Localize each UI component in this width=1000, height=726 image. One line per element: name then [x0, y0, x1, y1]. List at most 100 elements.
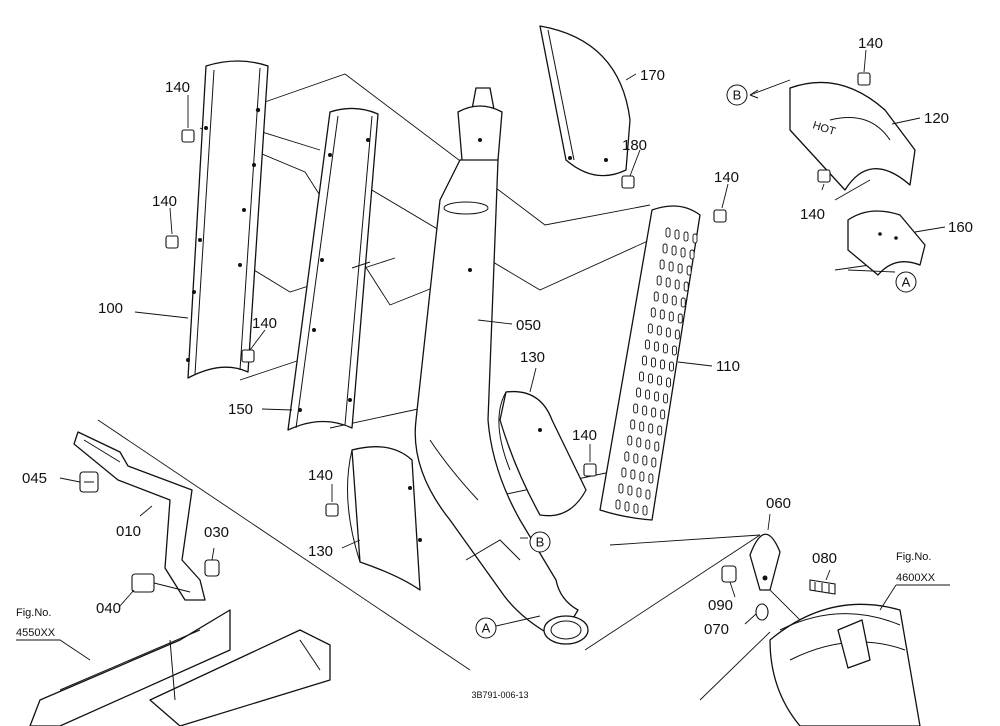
perforation-slot	[642, 455, 648, 466]
perforation-slot	[642, 505, 648, 516]
perforation-slot	[648, 423, 654, 434]
callout-b-top: B	[726, 79, 791, 106]
perforation-slot	[677, 313, 683, 324]
perforation-slot	[648, 473, 654, 484]
perforation-slot	[647, 323, 653, 334]
perforation-slot	[668, 261, 674, 272]
part-030-nut	[204, 559, 220, 577]
perforation-slot	[680, 247, 686, 258]
label-010: 010	[116, 523, 141, 540]
label-090: 090	[708, 597, 733, 614]
perforation-slot	[671, 245, 677, 256]
label-110: 110	[716, 358, 740, 375]
perforation-slot	[618, 483, 624, 494]
perforation-slot	[621, 467, 627, 478]
perforation-slot	[662, 343, 668, 354]
svg-text:A: A	[482, 621, 491, 636]
perforation-slot	[662, 243, 668, 254]
label-140-d: 140	[308, 467, 333, 484]
perforation-slot	[656, 325, 662, 336]
part-170-top-shield	[539, 25, 631, 177]
fig-ref-left-number: 4550XX	[16, 627, 56, 639]
perforation-slot	[683, 281, 689, 292]
perforation-slot	[656, 275, 662, 286]
perforation-slot	[639, 371, 644, 382]
part-045-fitting	[79, 471, 99, 493]
label-140-b: 140	[152, 193, 177, 210]
screw-180	[621, 175, 635, 189]
svg-text:Fig.No.: Fig.No.	[896, 551, 931, 563]
perforation-slot	[633, 503, 639, 514]
svg-text:B: B	[733, 88, 742, 103]
perforation-slot	[624, 451, 630, 462]
svg-text:Fig.No.: Fig.No.	[16, 607, 51, 619]
perforation-slot	[662, 293, 668, 304]
label-150: 150	[228, 401, 253, 418]
callout-b-bottom: B	[520, 531, 551, 553]
part-080-bolt	[809, 579, 836, 595]
fig-ref-right: Fig.No. 4600XX	[879, 551, 950, 611]
perforation-slot	[654, 441, 660, 452]
perforation-slot	[660, 359, 665, 370]
label-045: 045	[22, 470, 47, 487]
part-060-clamp	[749, 533, 781, 591]
perforation-slot	[630, 419, 636, 430]
callout-a-bottom: A	[475, 615, 541, 639]
label-040: 040	[96, 600, 121, 617]
perforation-slot	[627, 435, 633, 446]
label-030: 030	[204, 524, 229, 541]
label-140-e: 140	[572, 427, 597, 444]
perforation-slot	[636, 487, 642, 498]
label-140-c: 140	[252, 315, 277, 332]
perforation-slot	[663, 393, 669, 404]
perforation-slot	[653, 341, 659, 352]
label-070: 070	[704, 621, 729, 638]
part-070-washer	[755, 603, 769, 621]
perforation-slot	[642, 405, 648, 416]
perforation-slot	[645, 439, 651, 450]
perforation-slot	[644, 339, 650, 350]
perforation-slot	[666, 377, 671, 388]
label-140-f: 140	[714, 169, 739, 186]
label-130-b: 130	[308, 543, 333, 560]
label-140-h: 140	[800, 206, 825, 223]
perforation-slot	[657, 375, 662, 386]
svg-text:B: B	[536, 535, 545, 550]
part-040-bolt	[131, 573, 191, 593]
frame-4550xx	[29, 609, 331, 726]
fig-ref-right-number: 4600XX	[896, 572, 936, 584]
perforation-slot	[674, 329, 680, 340]
svg-text:A: A	[902, 275, 911, 290]
part-120-hot-cover: HOT	[789, 81, 916, 191]
perforation-slot	[659, 259, 665, 270]
perforation-slot	[683, 231, 689, 242]
label-100: 100	[98, 300, 123, 317]
perforation-slot	[677, 263, 683, 274]
perforation-slot	[633, 453, 639, 464]
perforation-slot	[671, 345, 677, 356]
part-130-lower-guard-left	[347, 446, 422, 591]
part-labels: 170 180 140 140 140 140 140 140 140 140 …	[22, 35, 973, 638]
perforation-slot	[636, 437, 642, 448]
perforation-slot	[639, 421, 645, 432]
label-080: 080	[812, 550, 837, 567]
part-130-lower-guard-right	[498, 390, 587, 517]
perforation-slot	[669, 361, 674, 372]
perforation-slot	[648, 373, 653, 384]
perforation-slot	[645, 489, 651, 500]
perforation-slot	[636, 387, 642, 398]
perforation-slot	[630, 469, 636, 480]
label-140-a: 140	[165, 79, 190, 96]
perforation-slot	[665, 277, 671, 288]
perforation-slot	[653, 291, 659, 302]
perforation-slot	[692, 233, 698, 244]
perforation-slot	[651, 407, 657, 418]
label-160: 160	[948, 219, 973, 236]
perforation-slot	[615, 499, 621, 510]
perforation-slot	[689, 249, 695, 260]
label-170: 170	[640, 67, 665, 84]
perforation-slot	[657, 425, 663, 436]
part-110-perforated-guard	[599, 205, 701, 521]
